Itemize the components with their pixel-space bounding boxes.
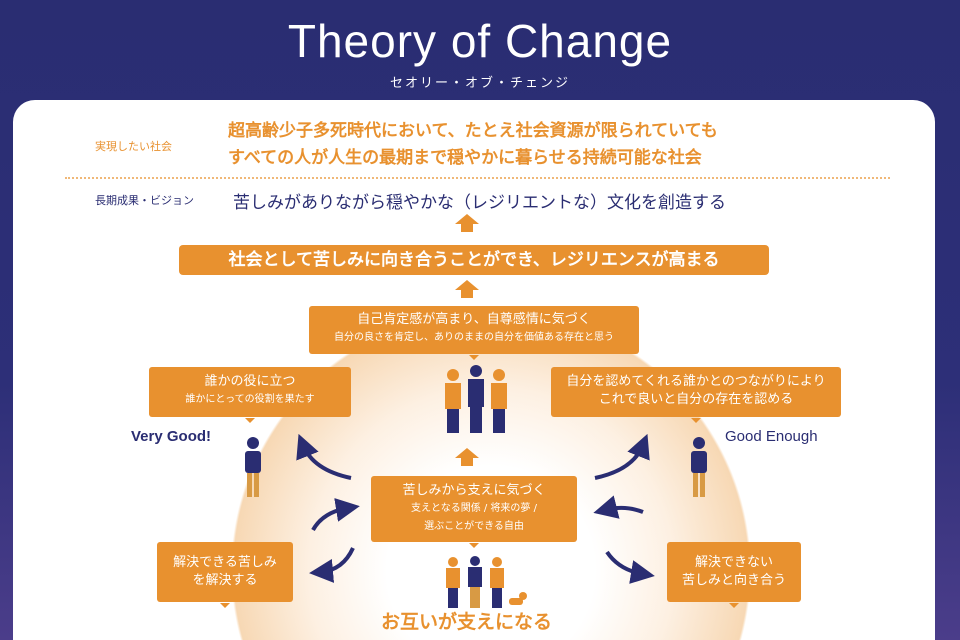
box-sub: 誰かにとっての役割を果たす	[185, 394, 315, 405]
curved-arrow-icon	[605, 550, 655, 584]
society-line-2: すべての人が人生の最期まで穏やかに暮らせる持続可能な社会	[228, 148, 702, 168]
family-icon	[445, 365, 507, 433]
cycle-arrows	[296, 433, 655, 584]
outcome-bar: 社会として苦しみに向き合うことができ、レジリエンスが高まる	[179, 245, 769, 275]
box-line: 苦しみと向き合う	[681, 573, 786, 588]
vision-label: 長期成果・ビジョン	[95, 194, 194, 207]
society-label: 実現したい社会	[95, 140, 172, 153]
very-good-label: Very Good!	[131, 428, 212, 445]
solvable-box: 解決できる苦しみ を解決する	[157, 542, 293, 608]
box-title: 苦しみから支えに気づく	[402, 483, 546, 498]
content-card: 実現したい社会 超高齢少子多死時代において、たとえ社会資源が限られていても すべ…	[13, 100, 935, 640]
divider	[65, 177, 890, 179]
self-esteem-box: 自己肯定感が高まり、自尊感情に気づく 自分の良さを肯定し、ありのままの自分を価値…	[309, 306, 639, 360]
curved-arrow-icon	[593, 495, 644, 519]
society-text: 超高齢少子多死時代において、たとえ社会資源が限られていても すべての人が人生の最…	[228, 118, 718, 172]
vision-text: 苦しみがありながら穏やかな（レジリエントな）文化を創造する	[233, 193, 726, 213]
support-box: 苦しみから支えに気づく 支えとなる関係 / 将来の夢 / 選ぶことができる自由	[371, 476, 577, 548]
arrow-up-stem	[461, 290, 473, 298]
curved-arrow-icon	[309, 547, 355, 583]
box-sub: 選ぶことができる自由	[424, 521, 524, 532]
curved-arrow-icon	[311, 498, 360, 532]
society-line-1: 超高齢少子多死時代において、たとえ社会資源が限られていても	[228, 121, 718, 141]
curved-arrow-icon	[594, 433, 650, 480]
box-line: 自分を認めてくれる誰かとのつながりにより	[566, 374, 826, 389]
person-icon	[691, 437, 707, 497]
arrow-up-icon	[455, 448, 479, 458]
box-line: を解決する	[192, 573, 258, 588]
arrow-up-stem	[461, 224, 473, 232]
person-icon	[245, 437, 261, 497]
box-title: 誰かの役に立つ	[204, 374, 296, 389]
arrow-up-icon	[455, 214, 479, 224]
arrow-up-icon	[455, 280, 479, 290]
box-title: 自己肯定感が高まり、自尊感情に気づく	[357, 312, 591, 327]
mutual-support-title: お互いが支えになる	[381, 611, 553, 633]
page-title: Theory of Change	[287, 15, 673, 67]
box-line: これで良いと自分の存在を認める	[598, 392, 794, 407]
box-sub: 自分の良さを肯定し、ありのままの自分を価値ある存在と思う	[334, 332, 614, 343]
box-line: 解決できない	[694, 555, 773, 570]
page-subtitle: セオリー・オブ・チェンジ	[389, 76, 570, 91]
accept-box: 自分を認めてくれる誰かとのつながりにより これで良いと自分の存在を認める	[551, 367, 841, 423]
arrow-up-stem	[461, 458, 473, 466]
good-enough-label: Good Enough	[725, 428, 818, 445]
unsolvable-box: 解決できない 苦しみと向き合う	[667, 542, 801, 608]
useful-box: 誰かの役に立つ 誰かにとっての役割を果たす	[149, 367, 351, 423]
box-sub: 支えとなる関係 / 将来の夢 /	[411, 503, 537, 514]
family-with-dog-icon	[446, 556, 527, 608]
box-line: 解決できる苦しみ	[173, 555, 277, 570]
curved-arrow-icon	[296, 433, 352, 480]
